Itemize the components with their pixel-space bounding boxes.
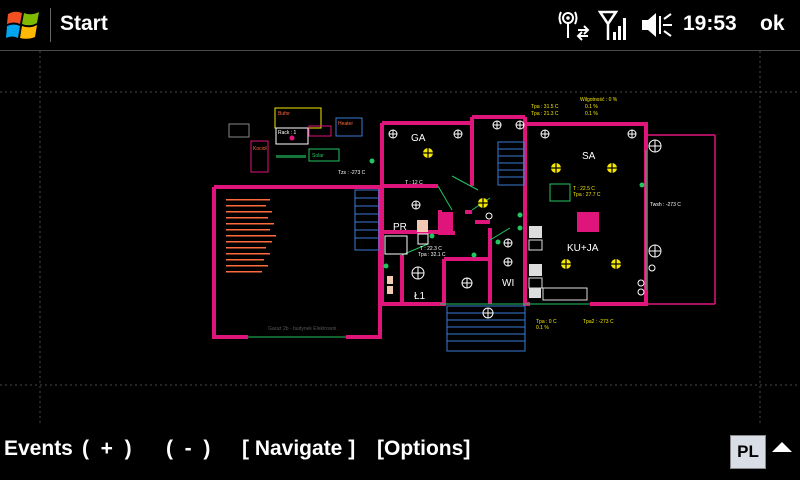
room-sa[interactable]: SA (582, 151, 596, 162)
room-wi[interactable]: WI (502, 278, 514, 289)
options-button[interactable]: [Options] (377, 437, 471, 460)
zoom-out-button[interactable]: ( - ) (166, 437, 211, 460)
room-ga[interactable]: GA (411, 133, 426, 144)
lamp-group[interactable] (423, 148, 621, 269)
twsh-reading: Twsh : -273 C (650, 202, 681, 208)
sensor-dots[interactable] (369, 158, 645, 269)
top-pct-reading: 0.1 % (585, 104, 598, 110)
zoom-in-button[interactable]: ( + ) (82, 437, 132, 460)
input-language-icon[interactable]: PL (730, 435, 766, 469)
stairs (446, 141, 526, 352)
ok-button[interactable]: ok (760, 12, 785, 35)
room-pr[interactable]: PR (393, 222, 407, 233)
house-walls (380, 115, 648, 306)
tzs-reading: Tzs : -273 C (338, 170, 366, 176)
room-kuja[interactable]: KU+JA (567, 243, 599, 254)
ga-temp-reading: T : 12 C (405, 180, 423, 186)
clock[interactable]: 19:53 (683, 12, 737, 35)
sa-temp-reading: T : 22.5 C (573, 186, 595, 192)
signal-icon[interactable] (598, 8, 628, 42)
top-pct2-reading: 0.1 % (585, 111, 598, 117)
volume-icon[interactable] (640, 8, 674, 42)
bottom-tpa2-reading: Tpa2 : -273 C (583, 319, 614, 325)
solar-label: Solar (312, 153, 324, 159)
equipment-panel: Kocioł Bufor Rack : 1 Heater Solar Tzs :… (228, 107, 366, 176)
bottom-pct-reading: 0.1 % (536, 325, 549, 331)
furniture (384, 183, 599, 301)
top-tpa2-reading: Tpa : 21.3 C (531, 111, 559, 117)
boiler-label: Bufor (278, 111, 290, 117)
sa-temp2-reading: Tpa : 27.7 C (573, 192, 601, 198)
pr-temp2-reading: Tpa : 32.1 C (418, 252, 446, 258)
bottom-tpa-reading: Tpa : 0 C (536, 319, 557, 325)
humidity-reading: Wilgotność : 0 % (580, 97, 618, 103)
floor-plan-canvas[interactable]: Garaż 2b - budynek Elektrowni Kocioł Buf… (0, 51, 800, 426)
title-divider (50, 8, 51, 42)
fixture-group[interactable] (388, 120, 662, 319)
navigate-button[interactable]: [ Navigate ] (242, 437, 356, 460)
events-menu[interactable]: Events (4, 437, 73, 460)
plan-grid (0, 51, 800, 426)
room-l1[interactable]: Ł1 (414, 291, 426, 302)
garage-block: Garaż 2b - budynek Elektrowni (212, 185, 382, 339)
garage-notes (226, 199, 276, 273)
connectivity-icon[interactable] (556, 8, 592, 42)
softkey-bar (0, 428, 800, 480)
heater-label: Heater (338, 121, 353, 127)
top-tpa-reading: Tpa : 31.5 C (531, 104, 559, 110)
title-bar: Start 19:53 ok (0, 0, 800, 51)
windows-logo-icon[interactable] (6, 8, 42, 42)
pr-temp-reading: T : 22.3 C (420, 246, 442, 252)
kocio-label: Kocioł (253, 146, 268, 152)
garage-caption: Garaż 2b - budynek Elektrowni (268, 326, 336, 332)
floor-plan[interactable]: Garaż 2b - budynek Elektrowni Kocioł Buf… (0, 51, 800, 426)
rack-label: Rack : 1 (278, 130, 297, 136)
sip-toggle-icon[interactable] (772, 442, 792, 452)
app-title[interactable]: Start (60, 12, 108, 35)
